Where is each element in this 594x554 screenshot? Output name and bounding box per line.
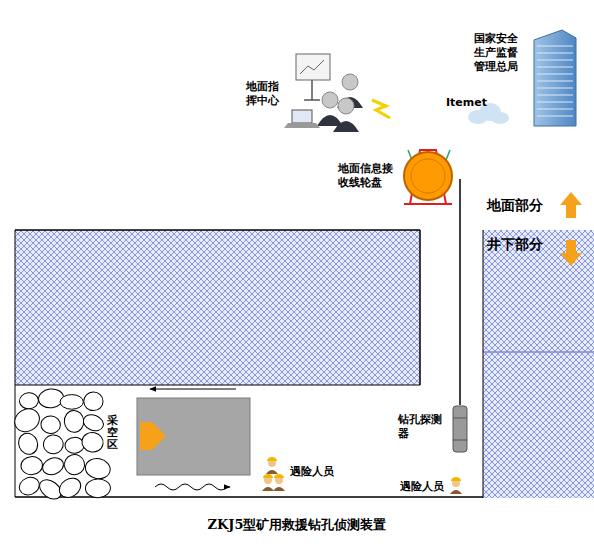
laptop-screen xyxy=(292,110,312,123)
rock-stratum xyxy=(15,230,420,385)
detector-ring xyxy=(453,440,467,441)
section-label: 井下部分 xyxy=(487,236,543,253)
reel-frame xyxy=(404,203,452,205)
person-label: 遇险人员 xyxy=(400,480,444,493)
window-row xyxy=(537,60,573,61)
goaf-label: 采空区 xyxy=(107,414,118,452)
miner-icon xyxy=(262,457,285,491)
advance-arrow xyxy=(140,422,166,450)
rock xyxy=(85,479,111,499)
borehole-wall xyxy=(483,230,484,498)
reel-ring xyxy=(411,159,445,193)
window-row xyxy=(537,88,573,89)
person-head xyxy=(338,98,354,114)
building-body xyxy=(534,30,576,126)
goaf-rocks xyxy=(11,388,112,503)
rock xyxy=(42,434,64,455)
window-row xyxy=(537,95,573,96)
ground-line xyxy=(15,229,420,231)
rock xyxy=(19,392,39,410)
rock xyxy=(84,392,104,411)
rock-stratum xyxy=(483,230,594,498)
miner-body xyxy=(273,487,285,491)
node-label: 地面指挥中心 xyxy=(246,80,280,108)
building-windows xyxy=(537,46,573,116)
window-row xyxy=(537,53,573,54)
rock xyxy=(64,437,84,454)
rock xyxy=(40,415,61,434)
rock xyxy=(81,412,106,434)
cloud-puff xyxy=(491,112,509,124)
rock xyxy=(11,404,44,436)
window-row xyxy=(537,46,573,47)
window-row xyxy=(537,116,573,117)
miner-helmet xyxy=(263,474,273,478)
person-head xyxy=(322,92,338,108)
miner-body xyxy=(262,487,274,491)
wave-arrow xyxy=(155,484,230,490)
figure-caption: ZKJ5型矿用救援钻孔侦测装置 xyxy=(0,516,594,534)
window-row xyxy=(537,74,573,75)
command-center: 地面指挥中心 xyxy=(290,52,385,132)
rock xyxy=(84,456,112,480)
cable-reel: 地面信息接收线轮盘 xyxy=(400,148,460,206)
cable-line xyxy=(459,179,461,405)
rock xyxy=(37,388,64,410)
network-label: Itemet xyxy=(446,96,487,109)
antenna xyxy=(446,150,450,160)
reel-icon xyxy=(404,150,452,204)
down-arrow xyxy=(560,240,582,266)
window-row xyxy=(537,67,573,68)
miner-body xyxy=(450,490,462,494)
direction-arrow xyxy=(150,389,236,390)
stratum-divider xyxy=(483,351,594,353)
screen-chart xyxy=(300,60,324,74)
node-label: 地面信息接收线轮盘 xyxy=(338,162,394,190)
laptop-base xyxy=(284,123,320,128)
detector-icon xyxy=(453,406,467,452)
rock xyxy=(40,455,66,478)
miner-icon xyxy=(450,477,462,494)
node-label: 国家安全生产监督管理总局 xyxy=(474,32,519,73)
rock xyxy=(64,410,85,433)
rock xyxy=(61,451,88,478)
miner-body xyxy=(266,470,278,474)
agency-building: 国家安全生产监督管理总局 xyxy=(528,28,578,128)
reel-drum xyxy=(404,152,452,200)
rock xyxy=(56,474,85,501)
command-center-icon xyxy=(284,54,390,132)
person-suit xyxy=(333,121,359,132)
screen-base xyxy=(304,99,320,101)
miner-helmet xyxy=(267,457,277,461)
tunnel-roof xyxy=(15,385,420,386)
borehole-detector: 钻孔探测器 xyxy=(452,405,468,453)
section-label: 地面部分 xyxy=(487,197,543,214)
node-label: 钻孔探测器 xyxy=(398,413,443,441)
detector-body xyxy=(453,406,467,452)
rock xyxy=(20,456,43,476)
working-face xyxy=(137,398,250,475)
rock xyxy=(17,474,43,498)
window-row xyxy=(537,102,573,103)
window-row xyxy=(537,109,573,110)
building-icon xyxy=(534,30,576,126)
wireless-signal xyxy=(372,100,390,118)
projector-screen xyxy=(296,54,330,80)
miner-helmet xyxy=(274,474,284,478)
up-arrow xyxy=(560,192,582,218)
rock xyxy=(60,395,83,410)
detector-ring xyxy=(453,418,467,419)
borehole-wall xyxy=(419,230,421,385)
tunnel-wall xyxy=(15,230,16,497)
miner-helmet xyxy=(451,477,461,481)
window-row xyxy=(537,81,573,82)
person-label: 遇险人员 xyxy=(290,465,334,478)
tunnel-floor xyxy=(15,496,483,498)
person-head xyxy=(342,74,358,90)
rock xyxy=(80,431,105,454)
rock xyxy=(16,430,41,457)
